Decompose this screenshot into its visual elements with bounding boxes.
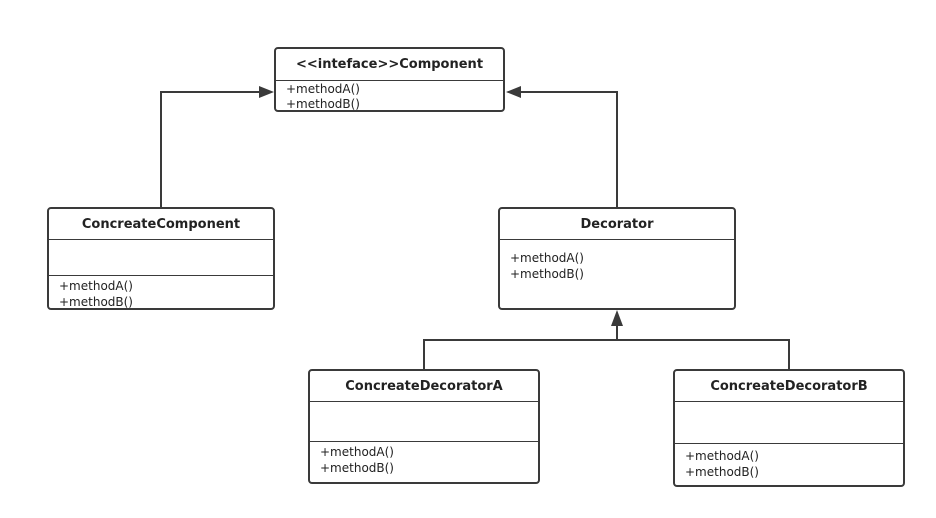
- operations-compartment: +methodA() +methodB(): [276, 81, 503, 111]
- operations-compartment: +methodA() +methodB(): [500, 240, 734, 284]
- generalization-line-decorator-b: [617, 339, 790, 369]
- generalization-arrowhead-left: [259, 86, 274, 98]
- operations-compartment: +methodA() +methodB(): [675, 444, 903, 482]
- class-concreate-decorator-a[interactable]: ConcreateDecoratorA +methodA() +methodB(…: [308, 369, 540, 484]
- operation: +methodA(): [286, 82, 360, 96]
- attributes-compartment: [675, 402, 903, 444]
- class-name: ConcreateDecoratorA: [310, 371, 538, 402]
- generalization-line-concrete-component: [160, 91, 262, 207]
- operation: +methodB(): [320, 461, 394, 475]
- operation: +methodB(): [685, 465, 759, 479]
- generalization-arrowhead-up: [611, 310, 623, 326]
- attributes-compartment: [49, 240, 273, 276]
- operation: +methodA(): [510, 251, 584, 265]
- class-name: ConcreateComponent: [49, 209, 273, 240]
- operation: +methodA(): [685, 449, 759, 463]
- class-concreate-decorator-b[interactable]: ConcreateDecoratorB +methodA() +methodB(…: [673, 369, 905, 487]
- operations-compartment: +methodA() +methodB(): [49, 276, 273, 309]
- generalization-line-decorator-a: [423, 339, 617, 369]
- operation: +methodB(): [59, 295, 133, 309]
- generalization-arrowhead-right: [506, 86, 521, 98]
- operation: +methodA(): [59, 279, 133, 293]
- class-component[interactable]: <<inteface>>Component +methodA() +method…: [274, 47, 505, 112]
- class-name: Decorator: [500, 209, 734, 240]
- generalization-line-decorator: [518, 91, 618, 207]
- attributes-compartment: [310, 402, 538, 442]
- class-decorator[interactable]: Decorator +methodA() +methodB(): [498, 207, 736, 310]
- operation: +methodB(): [286, 97, 360, 111]
- operation: +methodB(): [510, 267, 584, 281]
- class-concreate-component[interactable]: ConcreateComponent +methodA() +methodB(): [47, 207, 275, 310]
- class-name: ConcreateDecoratorB: [675, 371, 903, 402]
- operations-compartment: +methodA() +methodB(): [310, 442, 538, 478]
- operation: +methodA(): [320, 445, 394, 459]
- class-name: <<inteface>>Component: [276, 49, 503, 81]
